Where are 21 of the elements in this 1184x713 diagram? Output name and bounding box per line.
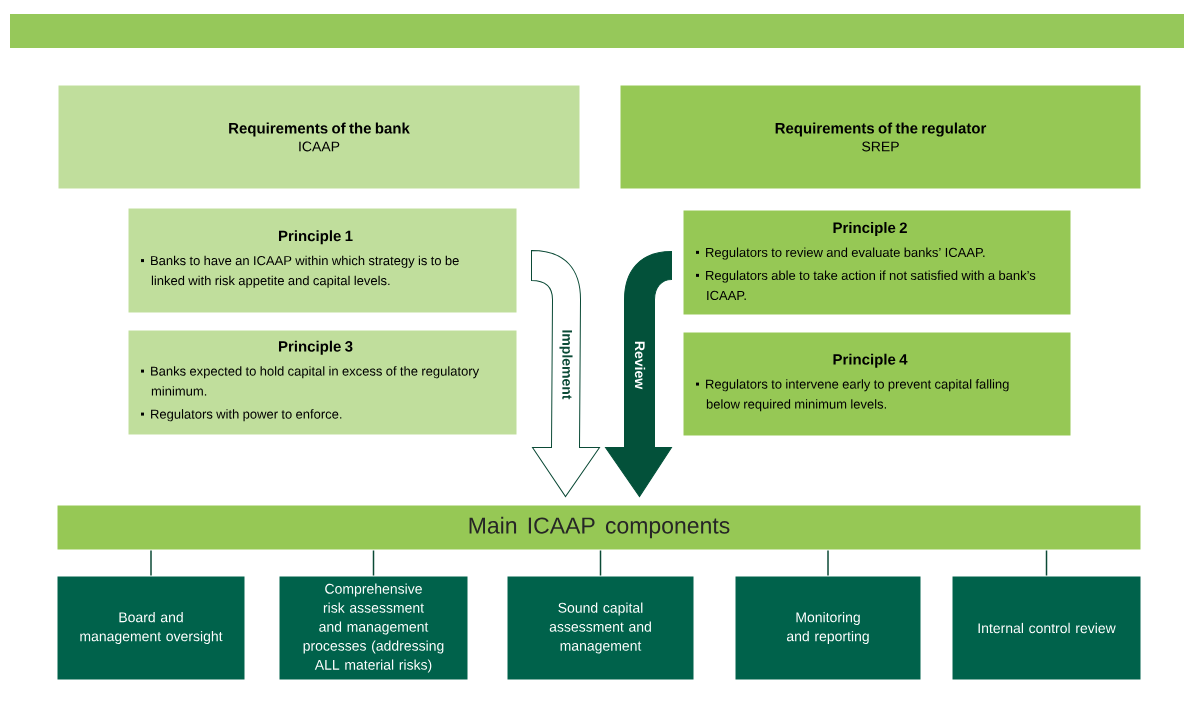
principle-box: Principle 3 Banks expected to hold capital in excess of the regulatory minimum. Regulators with power to enforce.: [127, 329, 518, 436]
connector-line: [599, 549, 602, 577]
component-box: Board and management oversight: [56, 575, 246, 681]
edge-label: Review: [634, 341, 646, 390]
block-arrow: [605, 251, 672, 497]
requirement-box: Requirements of the regulator SREP: [619, 84, 1142, 190]
connector-line: [150, 549, 152, 577]
connector-line: [372, 549, 375, 577]
block-arrow: [531, 250, 600, 497]
principle-box: Principle 1 Banks to have an ICAAP within which strategy is to be linked with risk appetite and capital levels.: [127, 207, 518, 314]
edge-label: Implement: [559, 330, 573, 400]
component-box: Internal control review: [951, 575, 1142, 681]
connector-line: [827, 549, 829, 577]
component-box: Comprehensive risk assessment and management processes (addressing ALL material risks): [278, 575, 469, 681]
principle-box: Principle 2 Regulators to review and evaluate banks’ ICAAP. Regulators able to take action if not satisfied with a bank’s ICAAP.: [682, 209, 1072, 316]
component-box: Sound capital assessment and management: [506, 575, 695, 681]
principle-box: Principle 4 Regulators to intervene early to prevent capital falling below required minimum levels.: [682, 331, 1072, 437]
component-bar: Main ICAAP components: [56, 504, 1142, 551]
requirement-box: Requirements of the bank ICAAP: [57, 84, 581, 190]
component-box: Monitoring and reporting: [734, 575, 922, 681]
connector-line: [1045, 549, 1048, 577]
